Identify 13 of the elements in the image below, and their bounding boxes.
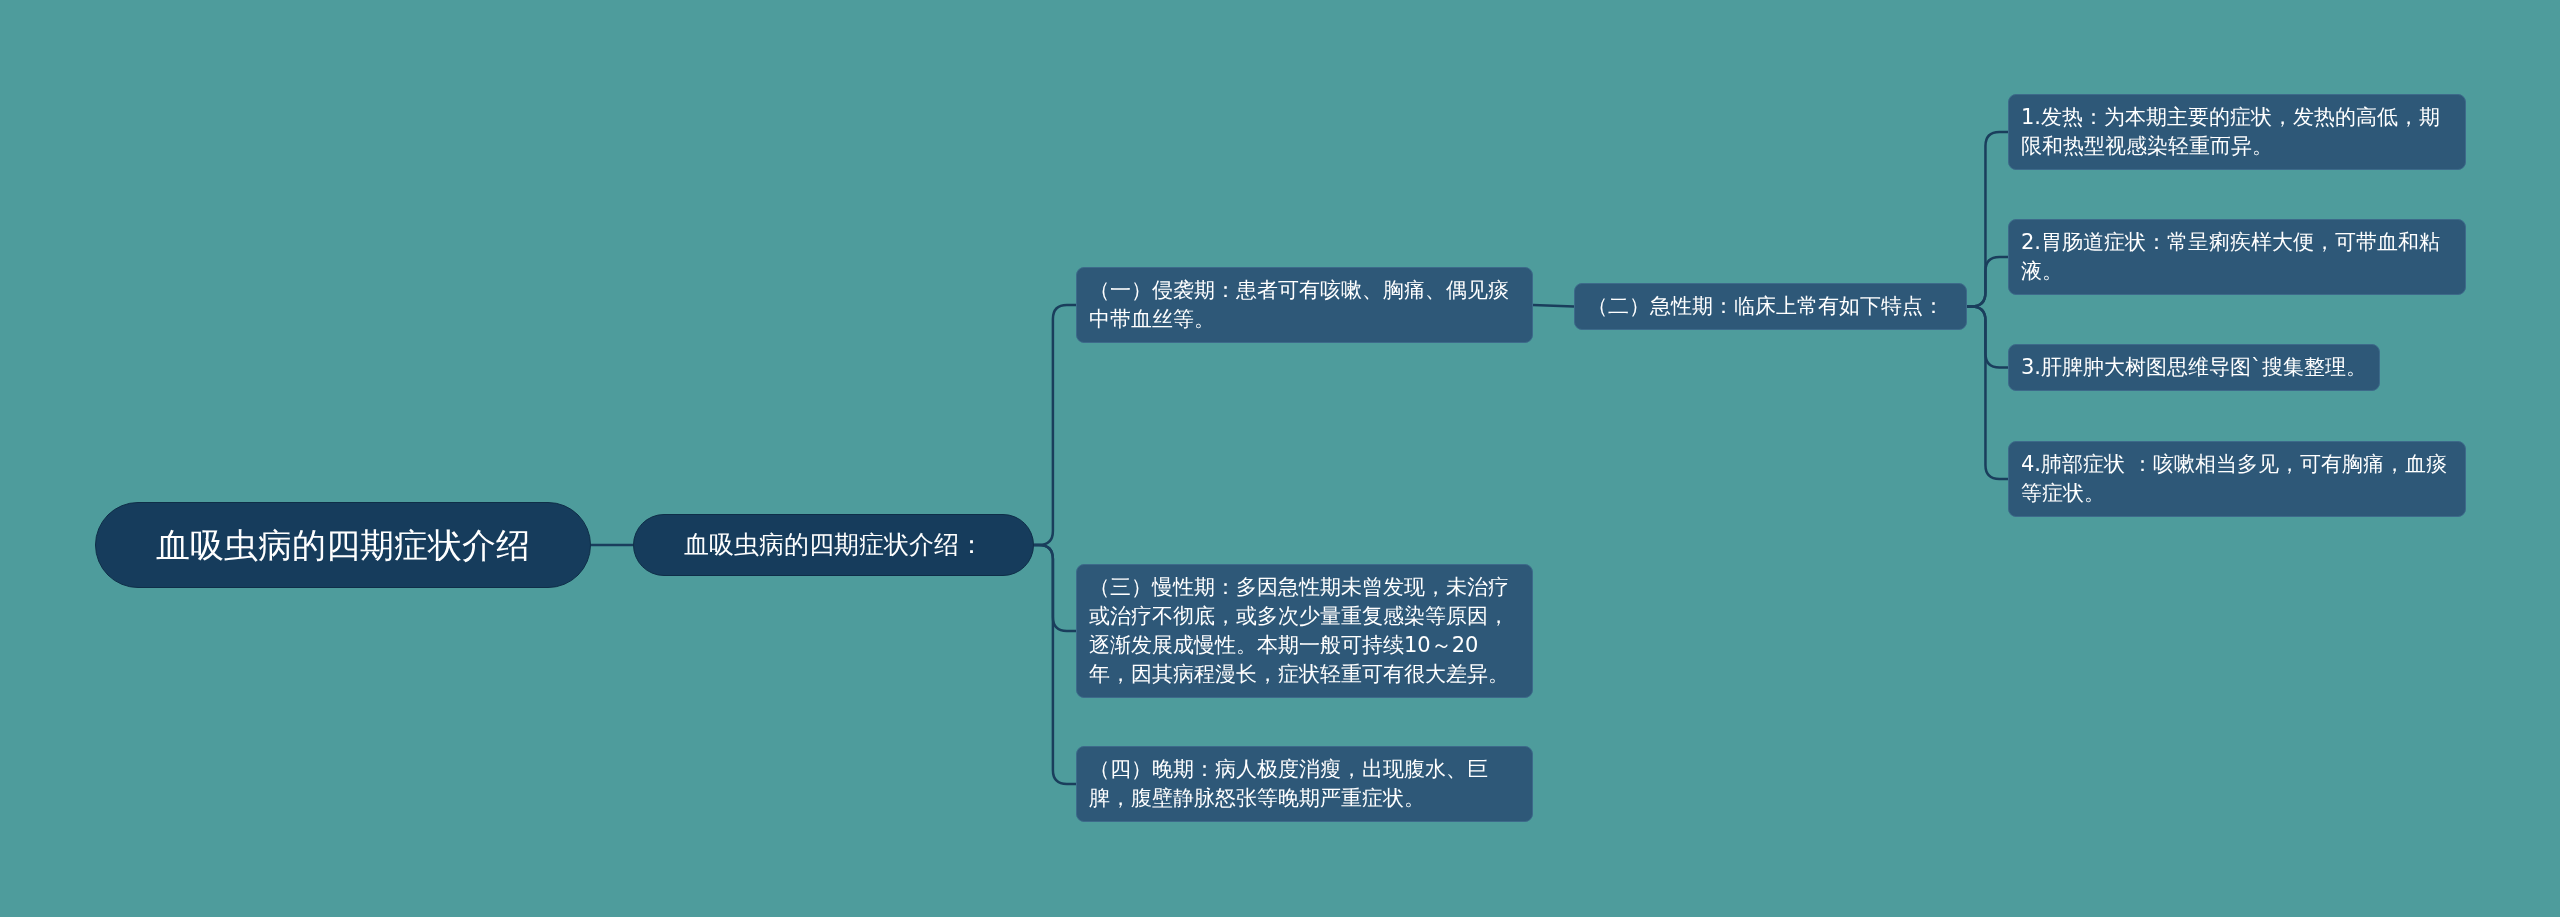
topic-box: （四）晚期：病人极度消瘦，出现腹水、巨脾，腹壁静脉怒张等晚期严重症状。 [1076,746,1533,822]
topic-box: 4.肺部症状 ：咳嗽相当多见，可有胸痛，血痰等症状。 [2008,441,2466,517]
topic-box: 1.发热：为本期主要的症状，发热的高低，期限和热型视感染轻重而异。 [2008,94,2466,170]
connector-line [591,543,633,547]
topic-box: （三）慢性期：多因急性期未曾发现，未治疗或治疗不彻底，或多次少量重复感染等原因，逐渐发展成慢性。本期一般可持续10～20年，因其病程漫长，症状轻重可有很大差异。 [1076,564,1533,698]
topic-box: 2.胃肠道症状：常呈痢疾样大便，可带血和粘液。 [2008,219,2466,295]
connector-line [1967,305,2008,481]
topic-box: 血吸虫病的四期症状介绍： [633,514,1034,576]
connector-line [1532,303,1575,308]
topic-box: 3.肝脾肿大树图思维导图`搜集整理。 [2008,343,2380,391]
topic-box: （二）急性期：临床上常有如下特点： [1574,282,1967,330]
topic-box: （一）侵袭期：患者可有咳嗽、胸痛、偶见痰中带血丝等。 [1076,267,1533,343]
root-topic: 血吸虫病的四期症状介绍 [95,502,591,588]
